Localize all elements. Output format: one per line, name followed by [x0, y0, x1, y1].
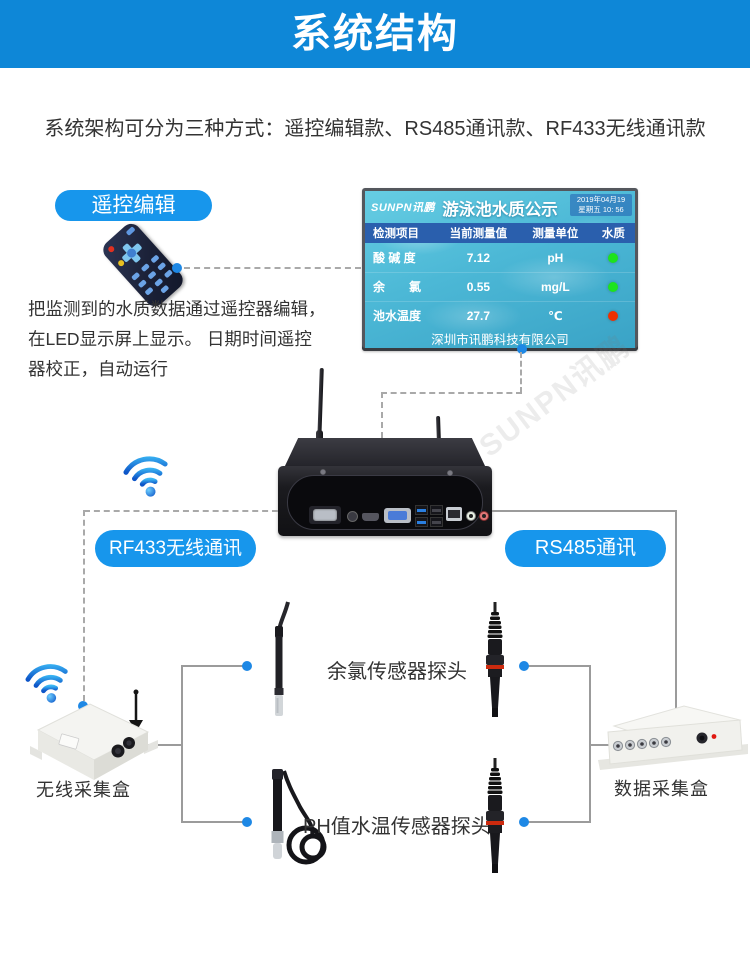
data-box-label: 数据采集盒 [614, 779, 709, 799]
remote-button [157, 261, 167, 271]
table-row: 池水温度 27.7 ℃ [365, 301, 635, 330]
screen-date: 2019年04月19 [576, 195, 626, 204]
ph-sensor-label: PH值水温传感器探头 [303, 816, 491, 838]
intro-text: 系统架构可分为三种方式：遥控编辑款、RS485通讯款、RF433无线通讯款 [44, 118, 706, 140]
device-screw [320, 469, 326, 475]
sensor-probe-illustration [486, 758, 504, 873]
connector-node [242, 817, 252, 827]
db9-serial-port [313, 509, 337, 521]
remote-button [160, 284, 170, 294]
screen-footer-company: 深圳市讯鹏科技有限公司 [431, 333, 569, 347]
chlorine-probe-illustration [274, 601, 290, 716]
remote-button [147, 270, 157, 280]
row-value: 0.55 [466, 279, 491, 294]
usb3-port [415, 505, 428, 515]
status-dot [608, 311, 619, 322]
row-item: 酸 碱 度 [373, 251, 416, 265]
remote-button [137, 279, 148, 289]
audio-out-jack [466, 511, 476, 521]
connector-line [528, 665, 589, 667]
remote-button [125, 226, 136, 236]
hdmi-port [362, 513, 379, 521]
row-item: 余 氯 [373, 280, 422, 294]
column-header: 当前测量值 [449, 228, 508, 240]
wireless-collection-box-illustration [30, 689, 158, 780]
wifi-signal-icon [123, 456, 168, 497]
connector-rf433-to-wireless-box [83, 510, 85, 701]
row-status [592, 251, 635, 265]
data-collection-box-illustration [598, 705, 748, 770]
screen-time: 星期五 10: 56 [578, 205, 624, 214]
connector-line [181, 665, 243, 667]
connector-line [181, 821, 243, 823]
row-unit: pH [547, 250, 564, 265]
status-dot [608, 253, 619, 264]
power-jack [347, 511, 358, 522]
connector-node [517, 344, 527, 354]
connector-node [78, 701, 88, 711]
remote-description-line: 在LED显示屏上显示。 日期时间遥控 [28, 329, 312, 349]
table-row: 酸 碱 度 7.12 pH [365, 243, 635, 273]
table-row: 余 氯 0.55 mg/L [365, 272, 635, 302]
connector-device-to-rs485 [492, 510, 677, 512]
left-bus-line [181, 665, 183, 823]
ethernet-port [446, 507, 462, 521]
connector-display-to-device [381, 392, 522, 394]
led-display: SUNPN讯鹏 游泳池水质公示 2019年04月19 星期五 10: 56 检测… [362, 188, 638, 351]
chlorine-sensor-label: 余氯传感器探头 [327, 661, 467, 683]
connector-display-to-device [381, 392, 383, 458]
column-header: 检测项目 [373, 228, 419, 240]
remote-button [150, 254, 160, 264]
remote-button [140, 263, 150, 273]
led-screen: SUNPN讯鹏 游泳池水质公示 2019年04月19 星期五 10: 56 检测… [365, 191, 635, 348]
connector-node [519, 661, 529, 671]
audio-in-jack [479, 511, 489, 521]
column-header: 测量单位 [532, 228, 579, 240]
row-item: 池水温度 [373, 309, 422, 323]
usb2-port [430, 517, 443, 527]
device-top-lid [284, 438, 486, 468]
connector-data-box-line [589, 744, 617, 746]
status-dot [608, 282, 619, 293]
remote-description-line: 器校正，自动运行 [28, 359, 168, 379]
header-banner [0, 0, 750, 68]
remote-description-line: 把监测到的水质数据通过遥控器编辑， [28, 299, 326, 319]
remote-power-button [107, 244, 116, 254]
remote-edit-pill: 遥控编辑 [55, 190, 212, 221]
screen-table-header: 检测项目 当前测量值 测量单位 水质 [365, 223, 635, 243]
usb2-port [430, 505, 443, 515]
row-value: 7.12 [466, 250, 491, 265]
sensor-probe-illustration [486, 602, 504, 717]
ph-probe-illustration [271, 769, 327, 865]
screen-title: 游泳池水质公示 [442, 201, 558, 219]
rs485-label-pill: RS485通讯 [505, 530, 666, 567]
row-unit: ℃ [548, 308, 563, 323]
wireless-box-label: 无线采集盒 [36, 780, 131, 800]
remote-description: 把监测到的水质数据通过遥控器编辑， 在LED显示屏上显示。 日期时间遥控 器校正… [28, 294, 373, 384]
vga-port [388, 511, 407, 520]
usb3-port [415, 517, 428, 527]
connector-line [528, 821, 589, 823]
rf433-label-pill: RF433无线通讯 [95, 530, 256, 567]
wifi-signal-icon [25, 664, 68, 703]
connector-node [242, 661, 252, 671]
row-status [592, 280, 635, 294]
connector-remote-to-display [184, 267, 361, 269]
connector-node [172, 263, 182, 273]
connector-device-to-rf433 [84, 510, 278, 512]
row-unit: mg/L [541, 279, 570, 294]
remote-button [154, 277, 164, 287]
connector-display-to-device [520, 352, 522, 393]
row-status [592, 309, 635, 323]
screen-brand-logo: SUNPN讯鹏 [371, 202, 436, 214]
page-title: 系统结构 [291, 12, 459, 56]
device-screw [447, 470, 453, 476]
remote-button [163, 269, 174, 279]
connector-rs485-to-data-box [675, 510, 677, 716]
row-value: 27.7 [466, 308, 491, 323]
column-header: 水质 [601, 228, 625, 240]
connector-node [519, 817, 529, 827]
remote-button [131, 271, 141, 281]
screen-datetime: 2019年04月19 星期五 10: 56 [570, 194, 632, 216]
